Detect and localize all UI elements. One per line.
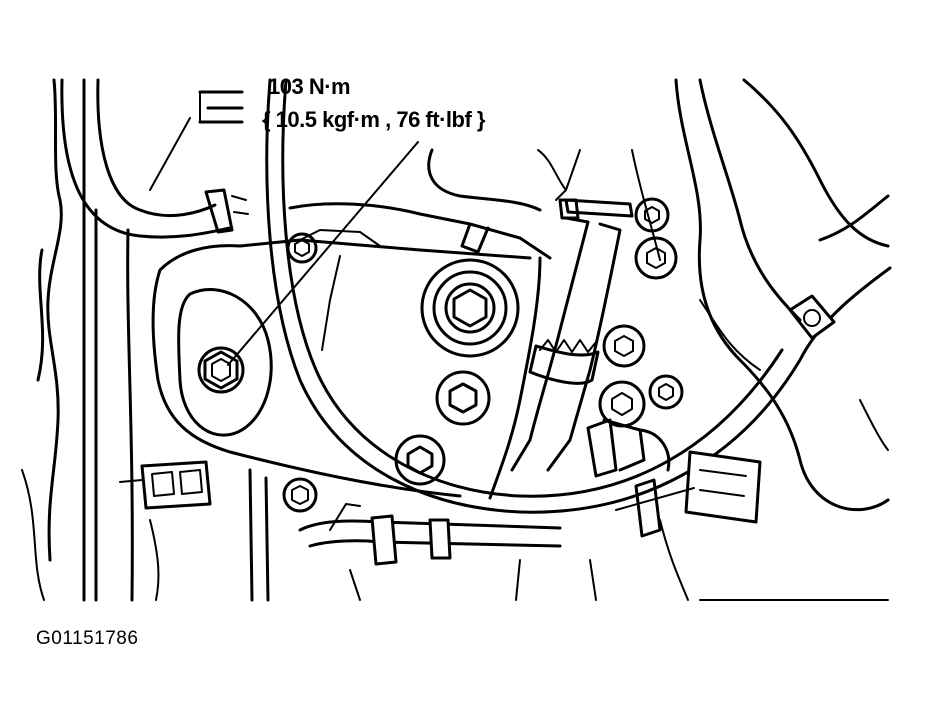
- left-connector: [119, 460, 212, 510]
- center-large-bolt: [420, 258, 520, 358]
- right-engine-outline: [631, 78, 890, 512]
- lower-hose: [298, 503, 562, 566]
- callout-bracket: [149, 90, 244, 191]
- torque-value-nm: 103 N·m: [268, 74, 351, 99]
- right-hose-assembly: [510, 198, 671, 478]
- figure-id-label: G01151786: [36, 628, 139, 649]
- upper-left-hose: [60, 78, 249, 239]
- leader-line: [227, 141, 419, 366]
- left-frame-edges: [21, 78, 134, 602]
- lower-structure: [149, 468, 889, 602]
- lower-right-connector: [615, 450, 762, 538]
- top-bracket-arm: [288, 148, 581, 260]
- main-cable: [265, 78, 892, 514]
- torque-value-alt-units: { 10.5 kgf·m , 76 ft·lbf }: [262, 107, 485, 132]
- torque-bolt: [197, 346, 245, 394]
